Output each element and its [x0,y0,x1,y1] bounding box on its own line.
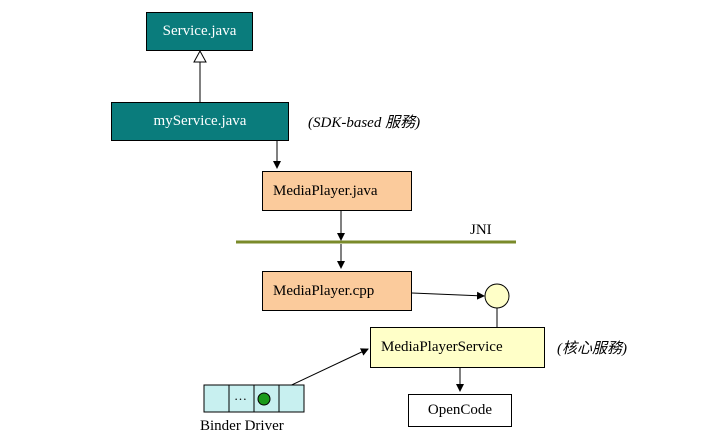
arrow-cpp-to-interface [411,291,485,300]
mediaplayer-service-label: MediaPlayerService [381,339,503,355]
mediaplayer-cpp-box: MediaPlayer.cpp [262,271,412,311]
myservice-java-label: myService.java [153,113,247,129]
mediaplayer-java-box: MediaPlayer.java [262,171,412,211]
inheritance-arrowhead [193,49,207,63]
binder-driver-label: Binder Driver [200,418,284,434]
myservice-java-box: myService.java [111,102,289,141]
sdk-based-note: (SDK-based 服務) [308,115,421,131]
core-service-note: (核心服務) [557,341,627,357]
service-java-box: Service.java [146,12,253,51]
mediaplayer-java-label: MediaPlayer.java [273,182,378,199]
binder-driver-buffer [203,384,305,413]
service-java-label: Service.java [162,23,237,39]
jni-label: JNI [470,222,492,238]
opencode-label: OpenCode [427,402,493,418]
binder-dots: … [234,388,247,403]
mediaplayer-cpp-label: MediaPlayer.cpp [273,282,375,299]
mediaplayer-service-box: MediaPlayerService [370,327,545,368]
binder-green-dot [257,392,271,406]
opencode-box: OpenCode [408,394,512,427]
interface-circle [484,283,510,309]
